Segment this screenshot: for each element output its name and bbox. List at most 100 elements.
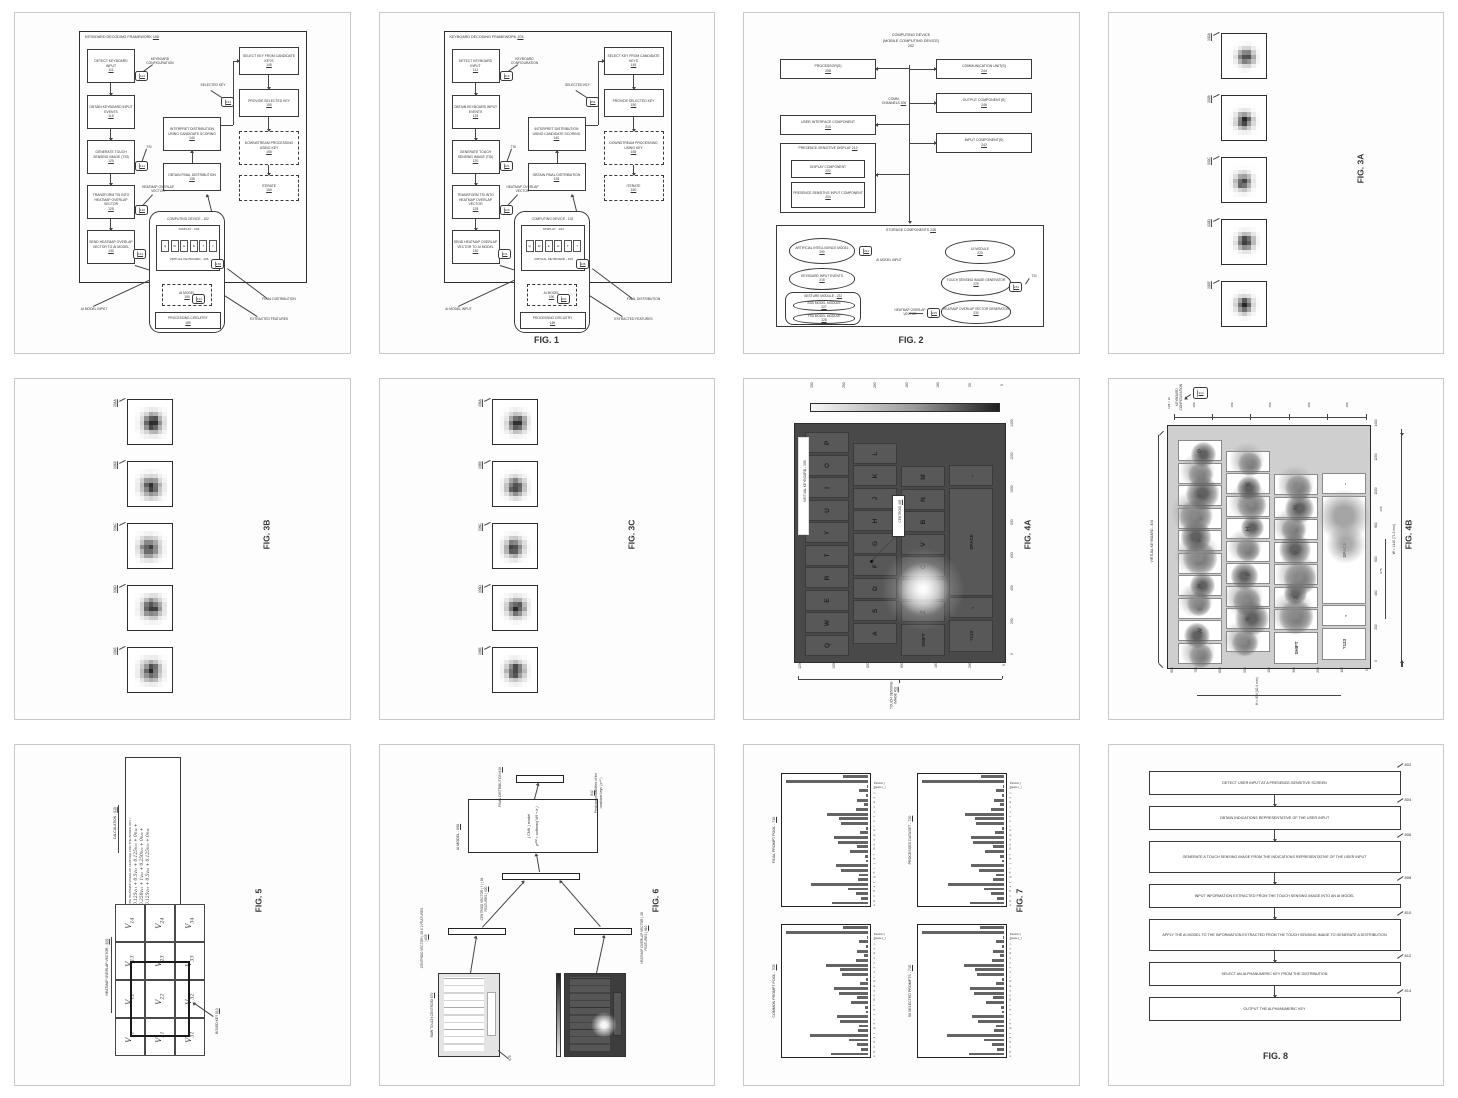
heatmap-cell [135,655,140,660]
heatmap-cell [499,469,504,474]
category-label: i [1009,867,1012,869]
category-label: c [873,895,876,897]
framework-title: KEYBOARD DECODING FRAMEWORK 108 [85,35,215,40]
vector-cell-label: V14 [124,917,136,929]
heatmap-cell [135,491,140,496]
connector-line [1396,876,1403,881]
heatmap-ref-num: 304C [112,523,117,532]
process-step-box: INPUT INFORMATION EXTRACTED FROM THE TOU… [1148,884,1401,908]
heatmap-cell [526,664,531,669]
heatmap-cell [157,531,162,536]
bar [999,803,1004,807]
page-thumbnail-fig4b[interactable]: QWERTYUIOPASDFGHJKLSHIFTZXCVBNM?123,SPAC… [1107,378,1444,720]
heatmap-cell [157,478,162,483]
bar [858,878,868,882]
thumb-space-key [486,992,496,1036]
heatmap-cell [526,531,531,536]
heatmap-cell [1255,121,1260,126]
y-axis-tick-text: 300 [1291,667,1296,673]
heatmap-cell [513,469,518,474]
bar [836,864,868,868]
bar [866,859,868,863]
heatmap-cell [139,673,144,678]
bar [991,1043,1004,1047]
bar [810,882,868,886]
heatmap-cell [157,615,162,620]
heatmap-cell [1255,45,1260,50]
heatmap-cell [1233,231,1238,236]
flow-box-label: OBTAIN KEYBOARD INPUT EVENTS [453,105,498,114]
bar [947,1033,1004,1037]
category-label: d [1009,1041,1012,1043]
heatmap-cell [1246,50,1251,55]
cylinder-curve [502,206,505,214]
heatmap-cell [1233,316,1238,321]
heatmap-cell [157,491,162,496]
connector-line [473,129,478,141]
cylinder-curve [138,162,140,170]
heatmap-cell [1255,311,1260,316]
heatmap-frame [491,585,538,631]
virtual-key: T [563,240,572,252]
category-label: s [1009,971,1012,973]
bar [1002,794,1004,797]
heatmap-cell [513,597,518,602]
heatmap-cell [153,531,158,536]
y-axis-tick-text: 800 [865,662,870,668]
connector-line [1272,830,1277,842]
connector-line [483,646,490,650]
category-label: f [1009,1032,1012,1034]
heatmap-cell [1233,63,1238,68]
heatmap-cell [162,420,167,425]
heatmap-cell [504,659,509,664]
heatmap-cell [1251,249,1256,254]
heatmap-cell [148,659,153,664]
heatmap-cell [1255,130,1260,135]
heatmap-cell [504,420,509,425]
connector-line [1396,911,1403,916]
heatmap-cell [135,540,140,545]
heatmap-cell [513,535,518,540]
connector-line [118,805,119,853]
heatmap-ref-num: 302B [1206,95,1211,103]
heatmap-cell [1246,307,1251,312]
y-axis-tick-text: 200 [1315,667,1320,673]
heatmap-cell [1242,178,1247,183]
bar [976,822,1004,825]
bar [856,1043,868,1047]
page-thumbnail-fig8[interactable]: DETECT USER INPUT AT A PRESENCE-SENSITIV… [1107,744,1444,1086]
thumb-keys [443,977,484,1051]
heatmap-cell [513,425,518,430]
bar [1003,784,1004,788]
framework-title-text: KEYBOARD DECODING FRAMEWORK [449,35,518,39]
heatmap-cell [1251,68,1256,73]
heatmap-cell [504,655,509,660]
heatmap-cell [1246,112,1251,117]
heatmap-cell [1255,178,1260,183]
page-thumbnail-fig2[interactable]: COMPUTING DEVICE(MOBILE COMPUTING DEVICE… [743,12,1080,354]
bar [833,987,868,990]
calculation-label-text: CALCULATION - [112,812,117,840]
heatmap-cell [526,553,531,558]
heatmap-cell [162,659,167,664]
page-thumbnail-fig5[interactable]: THE HEATMAP OVERLAP FEATURE FOR THE BOXE… [14,744,351,1086]
heatmap-cell [517,558,522,563]
ai-model-line2: pᴬᴹ = softmax( Wf + b ) [534,806,539,846]
heatmap-cell [1237,174,1242,179]
flow-box-label: SEND HEATMAP OVERLAP VECTOR TO AI MODEL [453,240,498,249]
heatmap-cell [1246,183,1251,188]
heatmap-cell [139,668,144,673]
data-store-icon: 114 [135,71,148,81]
